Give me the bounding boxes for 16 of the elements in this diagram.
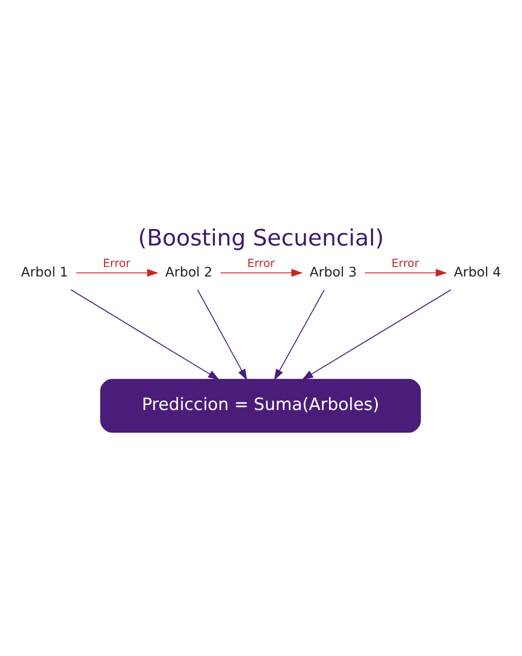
node-text: Arbol 4	[454, 265, 502, 280]
node-box: Prediccion = Suma(Arboles)	[100, 378, 421, 433]
arrow	[274, 289, 325, 380]
arrow	[220, 268, 303, 277]
edge-label: Error	[102, 256, 130, 270]
arrow	[70, 289, 220, 380]
edge-label: Error	[247, 256, 275, 270]
arrow	[364, 268, 448, 277]
node-text: Arbol 1	[20, 265, 68, 280]
edge-label: Error	[392, 256, 420, 270]
arrow	[197, 289, 248, 380]
arrow	[302, 289, 452, 380]
node-text: Arbol 2	[165, 265, 212, 280]
arrow	[76, 268, 158, 277]
node-text: Arbol 3	[310, 265, 357, 280]
diagram-title: (Boosting Secuencial)	[138, 226, 384, 252]
